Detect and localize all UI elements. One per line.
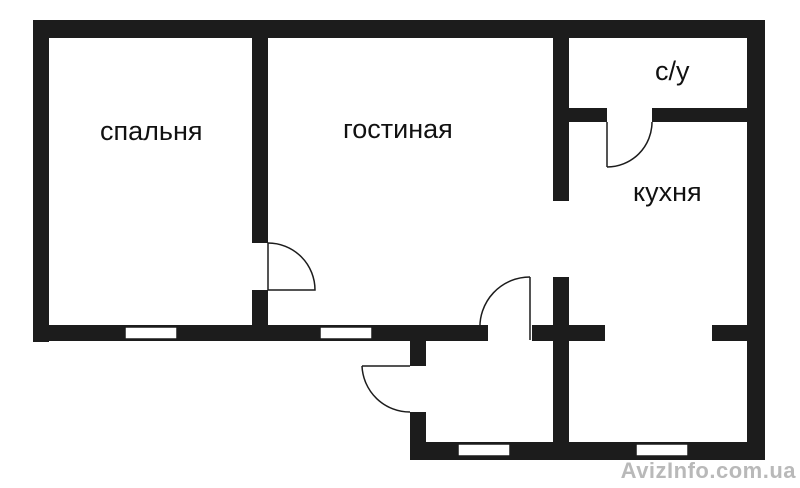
room-label-kitchen: кухня <box>633 177 702 207</box>
wall-kitchen-right-stub <box>712 325 765 341</box>
window-living-room <box>319 326 373 340</box>
wall-bedroom-living-lower <box>252 290 268 330</box>
window-hall <box>457 443 511 457</box>
wall-top <box>33 20 765 38</box>
wall-bathroom-right <box>652 108 765 122</box>
wall-left <box>33 20 49 342</box>
wall-storage-vertical <box>553 277 569 447</box>
wall-bathroom-left-stub <box>553 108 607 122</box>
window-kitchen <box>635 443 689 457</box>
wall-right <box>747 20 765 460</box>
room-label-living-room: гостиная <box>343 114 453 144</box>
door-corridor <box>479 276 531 340</box>
door-entrance <box>361 365 411 413</box>
watermark-text: AvizInfo.com.ua <box>621 458 797 483</box>
door-bathroom <box>606 121 653 168</box>
room-label-bathroom: с/у <box>655 56 690 86</box>
wall-storage-top <box>553 325 605 341</box>
wall-corridor-stub <box>532 325 556 341</box>
room-label-bedroom: спальня <box>100 116 203 146</box>
window-bedroom <box>124 326 178 340</box>
wall-hall-left-upper <box>410 340 426 366</box>
wall-bedroom-living-upper <box>252 38 268 243</box>
door-bedroom <box>267 242 316 291</box>
